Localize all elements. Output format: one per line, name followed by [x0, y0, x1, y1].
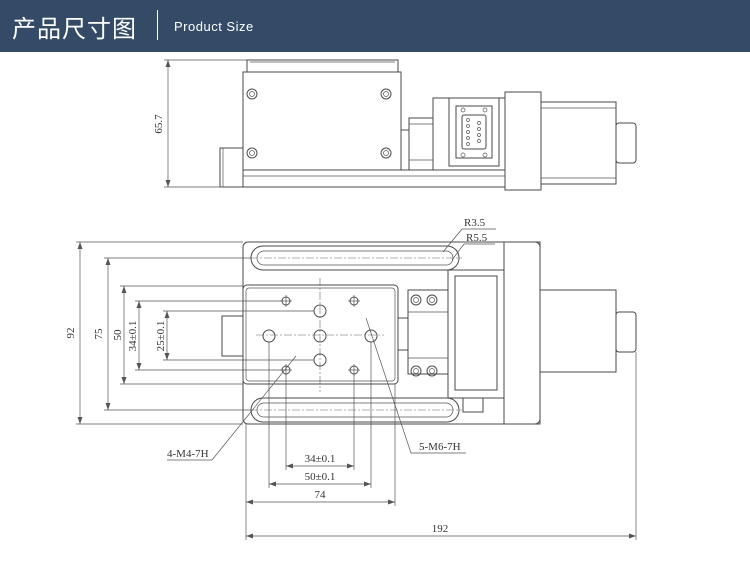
dim-label-75: 75	[93, 328, 105, 340]
dimension-25-tol: 25±0.1	[155, 310, 314, 361]
dimension-192: 192	[245, 352, 637, 540]
side-motor-housing	[432, 97, 506, 171]
dimension-65-7: 65.7	[153, 59, 247, 188]
dim-label-25-vertical: 25±0.1	[155, 321, 167, 352]
dim-label-74: 74	[315, 489, 327, 501]
dim-label-34-vertical: 34±0.1	[127, 321, 139, 352]
top-motor-flange	[503, 241, 541, 425]
dimension-74: 74	[245, 384, 396, 506]
callout-m6: 5-M6-7H	[365, 317, 466, 454]
dim-label-50-horizontal: 50±0.1	[305, 471, 336, 483]
radius-label-large: R5.5	[466, 232, 488, 244]
page-title: 产品尺寸图	[12, 15, 137, 43]
carriage-table	[242, 284, 399, 385]
dim-label-92: 92	[65, 328, 77, 339]
base-plate	[242, 241, 541, 425]
dimension-34-tol: 34±0.1	[127, 300, 282, 371]
dimension-75: 75	[93, 257, 251, 411]
side-view: 65.7	[153, 59, 637, 191]
side-motor-body	[540, 101, 617, 185]
top-motor-body	[539, 289, 617, 373]
dim-label-34-horizontal: 34±0.1	[305, 453, 336, 465]
side-motor-knob	[615, 122, 637, 164]
callout-label-m6: 5-M6-7H	[419, 441, 461, 453]
callout-label-m4: 4-M4-7H	[167, 448, 209, 460]
dim-label-height: 65.7	[153, 114, 165, 134]
radius-label-small: R3.5	[464, 217, 486, 229]
top-view: R3.5 R5.5 92 75	[65, 217, 637, 540]
technical-drawing: 65.7	[65, 59, 637, 540]
side-base	[242, 169, 506, 188]
dimension-92: 92	[65, 241, 243, 425]
side-motor-flange	[504, 91, 542, 191]
dimension-34-horizontal: 34±0.1	[285, 374, 355, 470]
dim-label-50: 50	[112, 329, 124, 341]
top-left-handle	[221, 315, 244, 357]
side-screw	[246, 88, 392, 159]
dimension-50: 50	[112, 285, 243, 385]
db9-connector	[455, 105, 493, 159]
connector-pins	[460, 107, 488, 158]
callout-m4: 4-M4-7H	[167, 355, 297, 461]
dim-label-192: 192	[432, 523, 449, 535]
top-motor-knob	[615, 311, 637, 353]
header-bar: 产品尺寸图 Product Size	[0, 0, 750, 52]
side-knob-block	[219, 147, 244, 188]
page-subtitle: Product Size	[174, 19, 254, 34]
radius-callouts: R3.5 R5.5	[442, 217, 496, 261]
dimension-50-horizontal: 50±0.1	[268, 342, 372, 488]
side-body	[242, 71, 402, 171]
header-divider	[157, 10, 158, 40]
top-motor-coupling	[447, 269, 505, 399]
